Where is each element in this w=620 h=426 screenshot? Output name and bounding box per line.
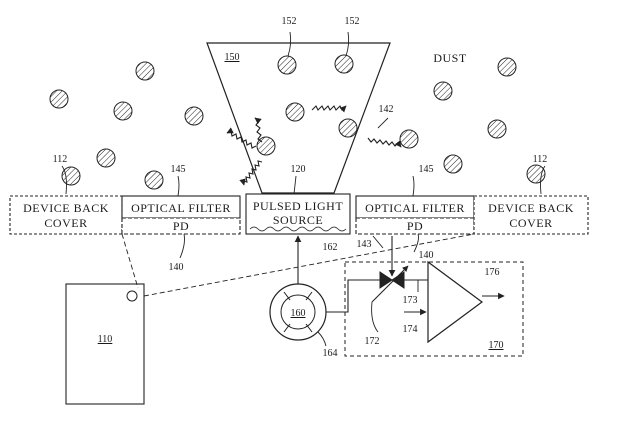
ref-152-b: 152 [345, 16, 360, 27]
ref-173: 173 [403, 295, 418, 306]
ref-140-left: 140 [169, 262, 184, 273]
optical-filter-right-label: OPTICAL FILTER [365, 201, 465, 215]
ref-170: 170 [489, 340, 504, 351]
pulsed-light-source-line2: SOURCE [273, 213, 323, 227]
device-back-cover-right-line1: DEVICE BACK [488, 201, 574, 215]
leader-164 [317, 331, 327, 347]
dust-particle-icon [184, 106, 204, 126]
pulsed-light-source-line1: PULSED LIGHT [253, 199, 343, 213]
ref-143: 143 [357, 239, 372, 250]
optical-filter-left-label: OPTICAL FILTER [131, 201, 231, 215]
ref-145-right: 145 [419, 164, 434, 175]
device-back-cover-right [473, 195, 589, 235]
light-rays [226, 105, 402, 186]
dust-particle-icon [277, 55, 297, 75]
ref-145-left: 145 [171, 164, 186, 175]
ref-142: 142 [379, 104, 394, 115]
ref-176: 176 [485, 267, 500, 278]
device-110-lens [126, 290, 138, 302]
ref-150: 150 [225, 52, 240, 63]
leader-172 [371, 301, 379, 333]
dust-particle-icon [487, 119, 507, 139]
circuit-170 [344, 261, 524, 357]
ref-152-a: 152 [282, 16, 297, 27]
pd-right-label: PD [407, 219, 423, 233]
dust-particle-icon [334, 54, 354, 74]
leader-lines [61, 31, 546, 259]
ref-140-right: 140 [419, 250, 434, 261]
wavy-arrow-icon [254, 117, 263, 143]
wavy-arrow-icon [311, 105, 347, 113]
diode-icon [371, 236, 409, 303]
ref-162: 162 [323, 242, 338, 253]
callout-line-left [121, 233, 139, 289]
wavy-arrow-icon [239, 160, 263, 186]
dust-particle-icon [49, 89, 69, 109]
amplifier-triangle-icon [427, 260, 484, 344]
dust-particle-icon [144, 170, 164, 190]
device-back-cover-right-line2: COVER [509, 216, 552, 230]
dust-particle-icon [443, 154, 463, 174]
dust-particles [49, 54, 546, 190]
ref-164: 164 [323, 348, 338, 359]
light-cone [206, 42, 391, 194]
ref-112-left: 112 [53, 154, 68, 165]
device-back-cover-left [9, 195, 123, 235]
dust-particle-icon [497, 57, 517, 77]
ref-174: 174 [403, 324, 418, 335]
ref-172: 172 [365, 336, 380, 347]
wire-to-circuit [326, 279, 380, 313]
controller-160 [269, 283, 327, 341]
pulsed-light-source-wave [249, 226, 347, 232]
wavy-arrow-icon [226, 127, 257, 149]
dust-particle-icon [526, 164, 546, 184]
ref-120: 120 [291, 164, 306, 175]
wavy-arrow-icon [367, 137, 402, 148]
ref-110: 110 [98, 334, 113, 345]
dust-label: DUST [433, 51, 467, 65]
pd-left [121, 217, 241, 235]
dust-particle-icon [113, 101, 133, 121]
pd-left-label: PD [173, 219, 189, 233]
dust-particle-icon [285, 102, 305, 122]
dust-particle-icon [61, 166, 81, 186]
ref-160: 160 [291, 308, 306, 319]
dust-particle-icon [399, 129, 419, 149]
ref-112-right: 112 [533, 154, 548, 165]
device-back-cover-left-line1: DEVICE BACK [23, 201, 109, 215]
dust-particle-icon [338, 118, 358, 138]
dust-particle-icon [433, 81, 453, 101]
device-110 [65, 283, 145, 405]
device-back-cover-left-line2: COVER [44, 216, 87, 230]
dust-particle-icon [135, 61, 155, 81]
dust-particle-icon [96, 148, 116, 168]
